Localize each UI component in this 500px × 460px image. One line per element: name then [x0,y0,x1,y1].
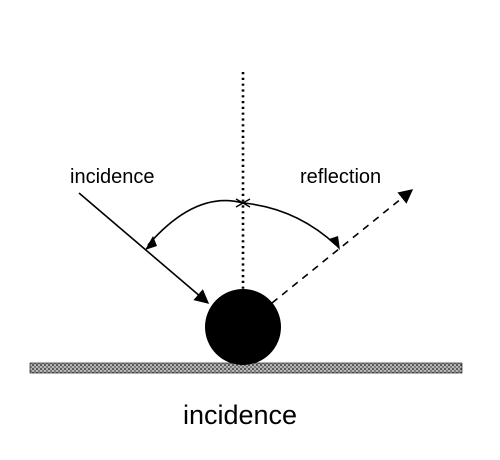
arc-center-marks [235,198,251,208]
reflection-ray-label: reflection [300,166,381,188]
incidence-ray-label: incidence [70,166,155,188]
diagram-caption: incidence [183,400,297,430]
arc-arrow-right [329,236,340,250]
incidence-ray [78,192,210,304]
arc-arrow-left [145,236,157,250]
ball [205,289,281,365]
reflection-ray [271,189,414,304]
